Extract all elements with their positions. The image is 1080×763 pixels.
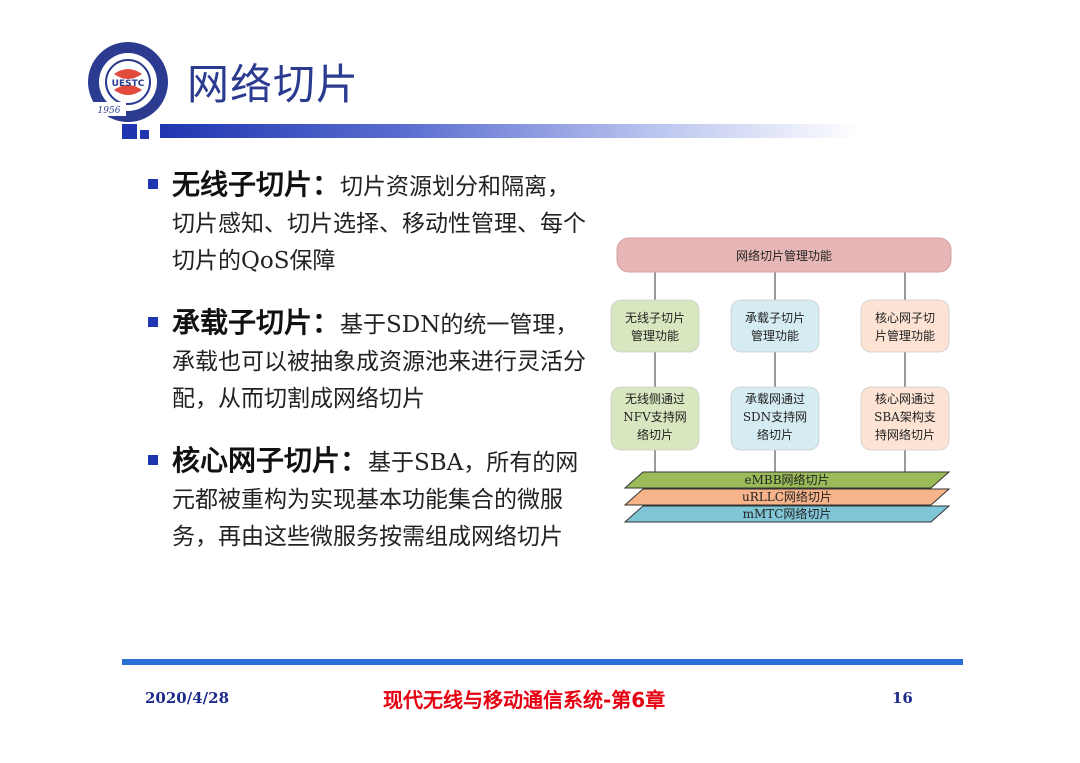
bullet-square-icon xyxy=(148,179,158,189)
bullet-square-icon xyxy=(148,317,158,327)
bullet-item: 无线子切片：切片资源划分和隔离，切片感知、切片选择、移动性管理、每个切片的QoS… xyxy=(148,166,588,280)
support-label: 络切片 xyxy=(757,427,793,442)
footer-course-title: 现代无线与移动通信系统-第6章 xyxy=(383,688,666,712)
sub-slice-management-label: 管理功能 xyxy=(631,328,679,343)
university-logo: UESTC 1956 xyxy=(88,42,168,122)
support-label: 络切片 xyxy=(637,427,673,442)
support-label: SDN支持网 xyxy=(743,409,807,424)
support-box xyxy=(860,386,950,451)
top-management-box xyxy=(616,237,952,273)
top-management-label: 网络切片管理功能 xyxy=(736,248,832,263)
bullet-body: 切片资源划分和隔离，切片感知、切片选择、移动性管理、每个切片的QoS保障 xyxy=(172,174,586,274)
bullet-item: 承载子切片：基于SDN的统一管理，承载也可以被抽象成资源池来进行灵活分配，从而切… xyxy=(148,304,588,418)
slice-layer xyxy=(623,488,951,506)
logo-year: 1956 xyxy=(98,106,121,116)
sub-slice-management-box xyxy=(610,299,700,353)
bullet-body: 基于SBA，所有的网元都被重构为实现基本功能集合的微服务，再由这些微服务按需组成… xyxy=(172,450,579,550)
sub-slice-management-label: 核心网子切 xyxy=(875,311,935,325)
support-label: SBA架构支 xyxy=(874,409,936,424)
support-box xyxy=(610,386,700,451)
bullet-list: 无线子切片：切片资源划分和隔离，切片感知、切片选择、移动性管理、每个切片的QoS… xyxy=(148,166,588,580)
support-box xyxy=(730,386,820,451)
support-label: 持网络切片 xyxy=(875,427,935,442)
footer-rule xyxy=(122,659,963,665)
sub-slice-management-label: 无线子切片 xyxy=(625,311,685,325)
slice-layer-label: mMTC网络切片 xyxy=(743,506,832,521)
title-gradient-rule xyxy=(160,124,860,138)
footer-date: 2020/4/28 xyxy=(145,689,230,707)
slide-title: 网络切片 xyxy=(187,60,360,109)
bullet-heading: 无线子切片： xyxy=(172,168,341,201)
support-label: 承载网通过 xyxy=(745,392,805,406)
title-decor-square-small xyxy=(140,130,149,139)
slice-layer xyxy=(623,471,951,489)
sub-slice-management-label: 片管理功能 xyxy=(875,328,935,343)
slice-layer-label: eMBB网络切片 xyxy=(744,472,829,487)
support-label: 核心网通过 xyxy=(875,392,935,406)
slice-layer-label: uRLLC网络切片 xyxy=(742,489,832,504)
bullet-body: 基于SDN的统一管理，承载也可以被抽象成资源池来进行灵活分配，从而切割成网络切片 xyxy=(172,312,586,412)
bullet-heading: 承载子切片： xyxy=(172,306,341,339)
sub-slice-management-box xyxy=(860,299,950,353)
sub-slice-management-box xyxy=(730,299,820,353)
bullet-item: 核心网子切片：基于SBA，所有的网元都被重构为实现基本功能集合的微服务，再由这些… xyxy=(148,442,588,556)
logo-text: UESTC xyxy=(112,79,145,89)
sub-slice-management-label: 承载子切片 xyxy=(745,311,805,325)
title-decor-square xyxy=(122,124,137,139)
bullet-square-icon xyxy=(148,455,158,465)
support-label: 无线侧通过 xyxy=(625,392,685,406)
sub-slice-management-label: 管理功能 xyxy=(751,328,799,343)
bullet-heading: 核心网子切片： xyxy=(172,444,369,477)
page-number: 16 xyxy=(892,689,913,707)
slice-layer xyxy=(623,505,951,523)
support-label: NFV支持网 xyxy=(623,409,687,424)
